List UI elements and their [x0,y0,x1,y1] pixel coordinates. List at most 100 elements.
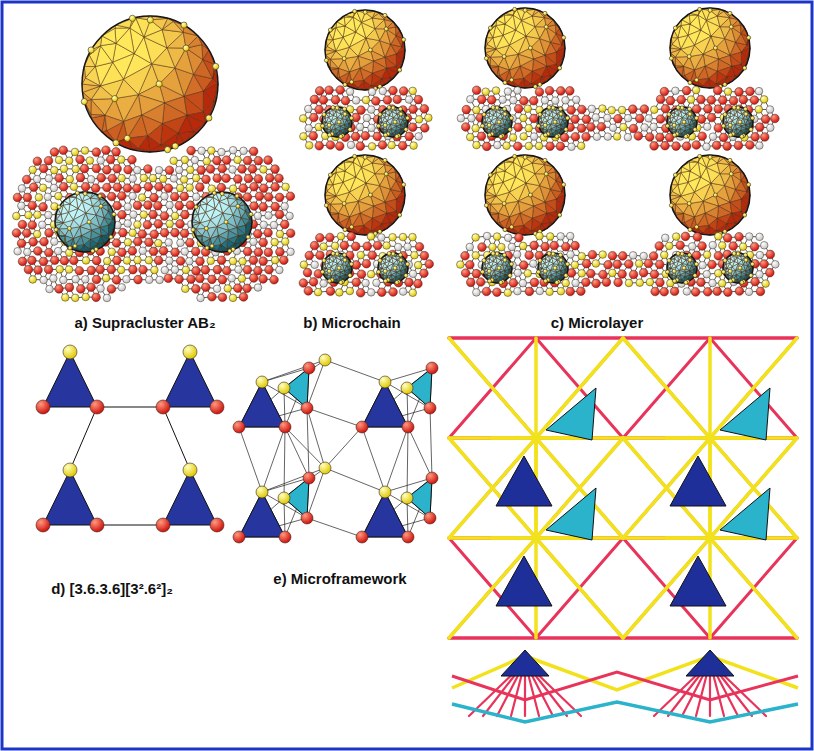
atom-ball [113,256,122,265]
atom-ball [196,257,205,266]
atom-ball [164,184,173,193]
atom-ball [103,257,111,265]
atom-ball [175,201,184,210]
atom-ball [60,256,69,265]
atom-ball [54,247,62,255]
atom-ball [196,274,205,283]
atom-ball [239,293,248,302]
atom-ball [123,257,131,265]
atom-ball [124,135,130,141]
atom-ball [151,266,159,274]
atom-ball [187,275,196,284]
atom-ball [35,194,43,202]
atom-ball [240,147,248,155]
atom-ball [107,265,116,274]
atom-ball [264,248,273,257]
atom-ball [250,182,259,191]
atom-ball [50,238,58,246]
atom-ball [44,156,53,165]
atom-ball [45,211,53,219]
atom-ball [61,294,69,302]
atom-ball [149,247,158,256]
atom-ball [134,275,143,284]
atom-ball [213,156,222,165]
atom-ball [280,220,289,229]
atom-ball [243,284,252,293]
atom-ball [102,274,110,282]
atom-ball [117,266,125,274]
atom-ball [68,246,72,250]
atom-ball [44,265,53,274]
atom-ball [402,38,406,42]
atom-ball [60,165,68,173]
atom-ball [249,274,258,283]
atom-ball [244,174,253,183]
atom-ball [260,166,268,174]
atom-ball [181,22,187,28]
atom-ball [271,256,279,264]
atom-ball [133,184,142,193]
atom-ball [250,202,259,211]
atom-ball [271,165,280,174]
atom-ball [69,256,78,265]
atom-ball [222,156,231,165]
atom-ball [243,156,252,165]
atom-cluster [12,146,295,302]
atom-ball [70,183,78,191]
atom-ball [238,165,247,174]
atom-ball [229,185,237,193]
atom-ball [201,266,210,275]
atom-ball [170,192,179,201]
atom-ball [206,115,212,121]
atom-ball [87,266,96,275]
atom-ball [249,212,253,216]
atom-ball [106,155,115,164]
atom-ball [186,184,194,192]
atom-ball [59,182,68,191]
atom-ball [23,248,31,256]
atom-ball [265,212,273,220]
atom-ball [22,175,31,184]
atom-ball [55,192,63,200]
atom-ball [160,212,169,221]
atom-ball [44,193,52,201]
atom-ball [260,221,268,229]
atom-ball [67,226,71,230]
atom-ball [98,194,102,198]
atom-ball [103,294,111,302]
atom-ball [28,201,37,210]
atom-ball [350,80,354,84]
atom-ball [130,211,138,219]
atom-ball [129,265,138,274]
atom-ball [259,257,268,266]
atom-ball [129,15,135,21]
atom-ball [165,166,174,175]
atom-ball [217,183,226,192]
atom-ball [208,275,217,284]
atom-ball [181,156,189,164]
atom-ball [176,184,184,192]
atom-ball [29,238,38,247]
atom-ball [191,156,199,164]
atom-ball [249,147,258,156]
atom-ball [180,176,188,184]
atom-ball [107,285,116,294]
atom-ball [222,266,231,275]
atom-ball [65,266,73,274]
atom-ball [234,175,243,184]
atom-ball [45,229,54,238]
atom-ball [202,175,211,184]
atom-ball [204,226,208,230]
atom-ball [165,257,173,265]
atom-ball [229,146,237,154]
atom-ball [144,183,153,192]
panel-b [299,9,433,297]
atom-ball [154,201,163,210]
atom-ball [134,221,142,229]
atom-ball [109,235,113,239]
atom-ball [23,193,32,202]
atom-ball [186,257,194,265]
atom-ball [45,175,53,183]
atom-ball [271,202,280,211]
